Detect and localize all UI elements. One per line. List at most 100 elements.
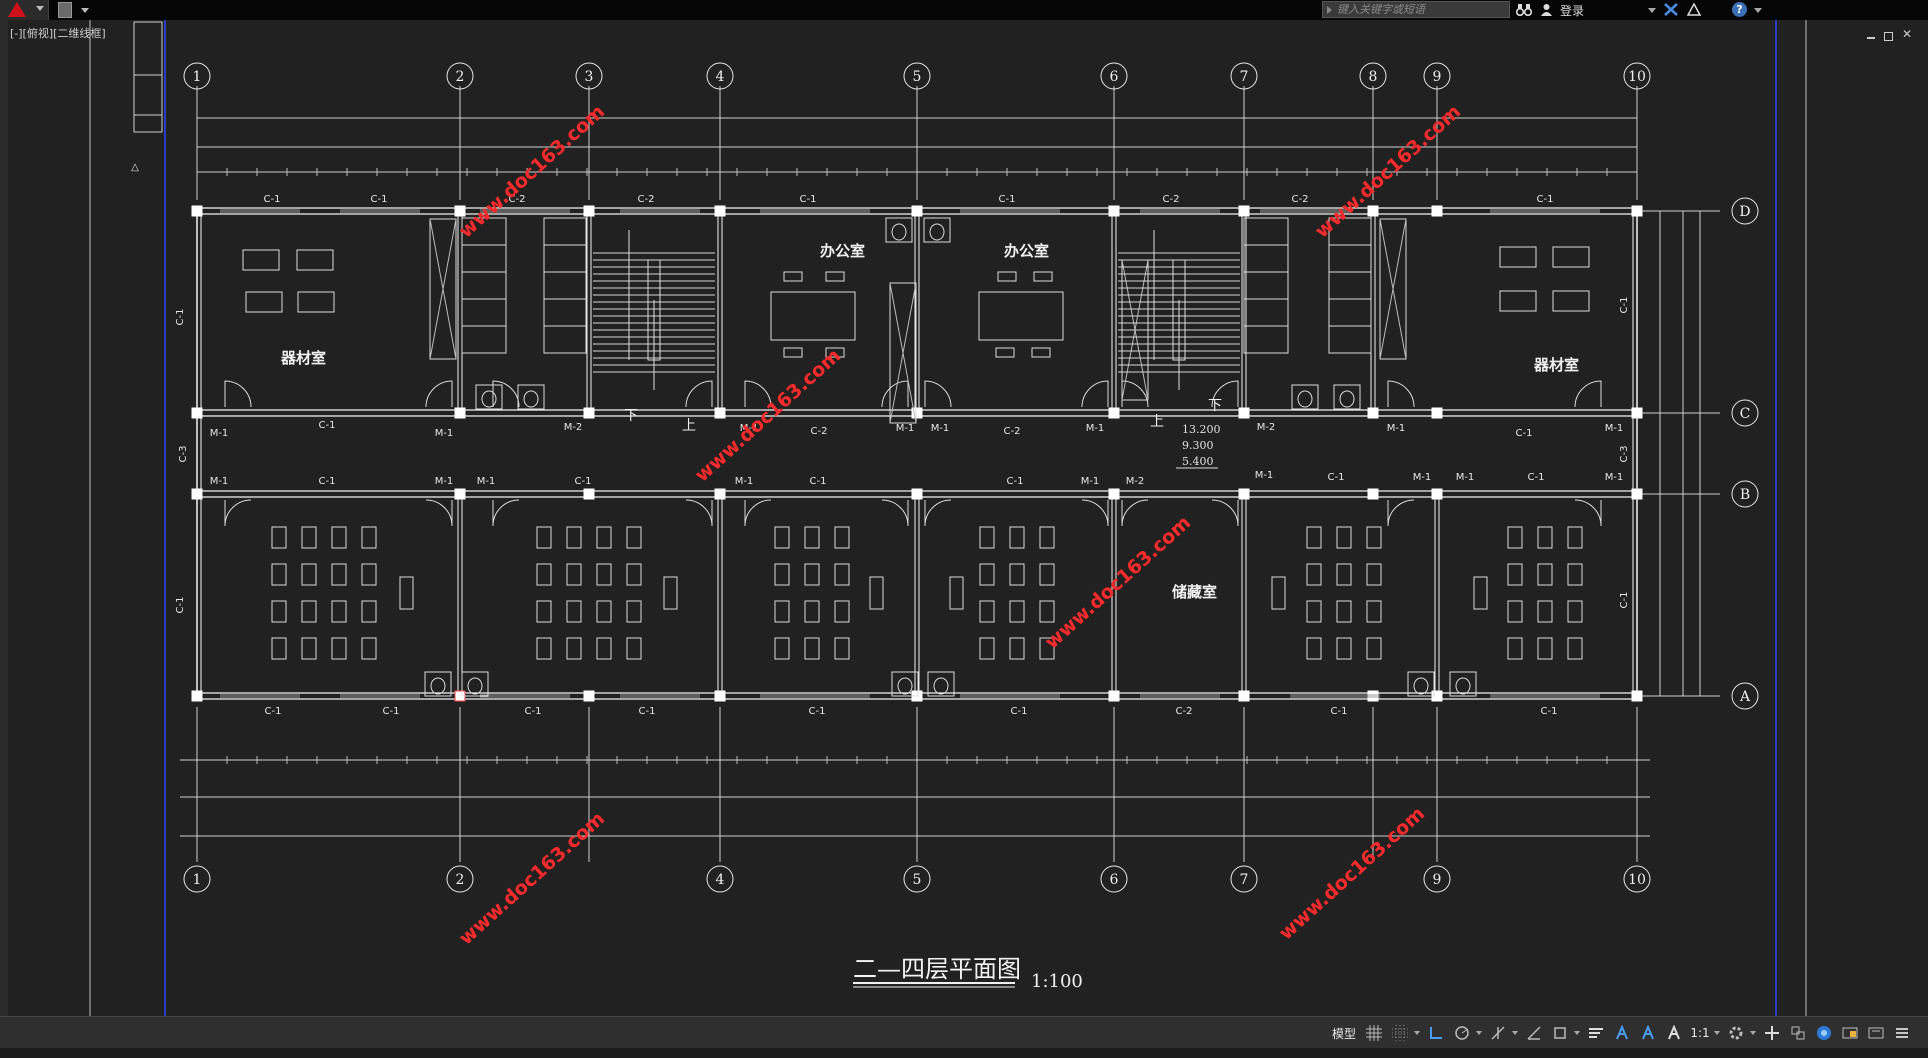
door-label: M-1 [735,476,754,487]
window-label: C-1 [264,194,281,205]
watermark-text: www.doc163.com [455,808,609,950]
chair [997,271,1017,282]
chevron-down-icon[interactable] [1414,1031,1421,1035]
door-arc [1081,380,1109,408]
stay-connected-icon[interactable] [1686,3,1702,16]
login-button[interactable]: 登录 [1560,4,1585,18]
plus-icon[interactable] [1762,1023,1782,1043]
isolate-objects-icon[interactable] [1788,1023,1808,1043]
binoculars-icon[interactable] [1516,3,1532,16]
search-input[interactable]: 键入关键字或短语 [1322,1,1510,18]
chevron-down-icon[interactable] [1476,1031,1483,1035]
grid-icon[interactable] [1364,1023,1384,1043]
student-desk [596,637,612,660]
student-desk [774,563,790,586]
lectern [869,576,884,610]
axis-label-top: 7 [1240,69,1249,85]
annotation-scale-value[interactable]: 1:1 [1690,1026,1710,1040]
workspace-gear-icon[interactable] [1726,1023,1746,1043]
hardware-acceleration-icon[interactable] [1814,1023,1834,1043]
student-desk [979,637,995,660]
window-label: C-2 [1004,426,1021,437]
object-snap-tracking-icon[interactable] [1524,1023,1544,1043]
autodesk-exchange-icon[interactable] [1664,3,1678,16]
basin-box [891,671,919,697]
student-desk [536,563,552,586]
close-icon[interactable]: ✕ [1902,27,1913,41]
annotation-scale-icon[interactable] [1664,1023,1684,1043]
column [714,407,726,419]
drawing-title: 二—四层平面图 [853,955,1021,983]
basin [467,677,483,695]
window-label-vertical: C-1 [175,309,186,326]
fullscreen-icon[interactable] [1866,1023,1886,1043]
save-icon[interactable] [58,2,72,18]
student-desk [979,526,995,549]
student-desk [271,563,287,586]
ortho-icon[interactable] [1426,1023,1446,1043]
snap-icon[interactable] [1390,1023,1410,1043]
chevron-down-icon[interactable] [1574,1031,1581,1035]
help-icon[interactable]: ? [1732,2,1747,17]
axis-label-top: 8 [1369,69,1378,85]
student-desk [271,600,287,623]
chevron-down-icon[interactable] [1750,1031,1757,1035]
student-desk [1009,526,1025,549]
lineweight-icon[interactable] [1586,1023,1606,1043]
user-icon[interactable] [1540,3,1553,16]
basin [933,677,949,695]
chevron-down-icon[interactable] [1714,1031,1721,1035]
application-menu-button[interactable] [0,0,49,20]
polar-tracking-icon[interactable] [1452,1023,1472,1043]
student-desk [1336,637,1352,660]
chevron-down-icon[interactable] [1512,1031,1519,1035]
viewport-controls-label[interactable]: [-][俯视][二维线框] [10,27,106,40]
minimize-icon[interactable] [1866,30,1876,40]
toilet-stall [461,298,507,327]
quick-access-dropdown-button[interactable] [80,2,90,18]
column [1631,488,1643,500]
chevron-down-icon[interactable] [1754,8,1762,13]
window-label: C-1 [800,194,817,205]
column [714,690,726,702]
axis-bubble-bottom [1423,865,1451,893]
door-arc [425,499,453,527]
wall-lines [191,205,1643,702]
column [911,407,923,419]
chevron-down-icon[interactable] [1648,8,1656,13]
door-label: M-1 [1387,423,1406,434]
door-arc [1121,499,1149,527]
annotation-visibility-icon[interactable] [1612,1023,1632,1043]
clean-screen-toggle-icon[interactable] [1840,1023,1860,1043]
student-desk [834,600,850,623]
model-space-button[interactable]: 模型 [1332,1026,1357,1041]
basin-box [1333,384,1361,410]
student-desk [1537,600,1553,623]
shaft [429,218,457,360]
annotation-autoscale-icon[interactable] [1638,1023,1658,1043]
customize-menu-icon[interactable] [1892,1023,1912,1043]
object-snap-icon[interactable] [1550,1023,1570,1043]
window-label: C-1 [371,194,388,205]
column [1108,488,1120,500]
window-label-vertical: C-3 [1619,446,1630,463]
door-label: M-1 [435,476,454,487]
axis-bubble-top [1230,62,1258,90]
column [1108,407,1120,419]
door-arc [1081,499,1109,527]
student-desk [1366,637,1382,660]
left-edge-strip [0,20,8,1032]
basin [1413,677,1429,695]
isodraft-icon[interactable] [1488,1023,1508,1043]
window-label: C-1 [383,706,400,717]
table [242,249,280,271]
column [1238,205,1250,217]
column [583,205,595,217]
axis-label-bottom: 7 [1240,872,1249,888]
student-desk [1039,526,1055,549]
toilet-stall [543,325,587,354]
toilet-stall [1328,271,1372,300]
restore-icon[interactable] [1884,32,1893,41]
